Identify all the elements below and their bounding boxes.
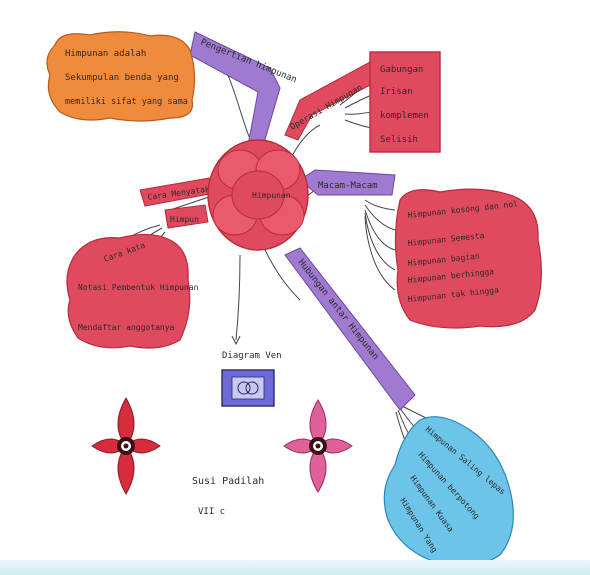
center-label: Himpunan bbox=[252, 191, 291, 200]
author-class: VII c bbox=[198, 507, 225, 517]
operasi-item: komplemen bbox=[380, 111, 429, 121]
page-bottom-edge bbox=[0, 560, 590, 575]
hubungan-label: Hubungan antar Himpunan bbox=[296, 258, 381, 362]
cara-item: Mendaftar anggotanya bbox=[78, 323, 175, 332]
venn-icon bbox=[222, 370, 274, 406]
pengertian-line-3: memiliki sifat yang sama bbox=[65, 97, 188, 107]
macam-label: Macam-Macam bbox=[318, 181, 378, 191]
pengertian-line-1: Himpunan adalah bbox=[65, 49, 146, 59]
operasi-item: Selisih bbox=[380, 135, 418, 145]
flower-red-icon bbox=[92, 398, 160, 494]
author-name: Susi Padilah bbox=[192, 476, 264, 487]
cara-item: Notasi Pembentuk Himpunan bbox=[78, 283, 199, 292]
operasi-item: Irisan bbox=[380, 87, 413, 97]
flower-pink-icon bbox=[284, 400, 352, 492]
operasi-item: Gabungan bbox=[380, 65, 423, 75]
cara-sub-label: Himpun bbox=[170, 215, 199, 224]
diagram-ven-label: Diagram Ven bbox=[222, 351, 282, 361]
pengertian-line-2: Sekumpulan benda yang bbox=[65, 73, 179, 83]
